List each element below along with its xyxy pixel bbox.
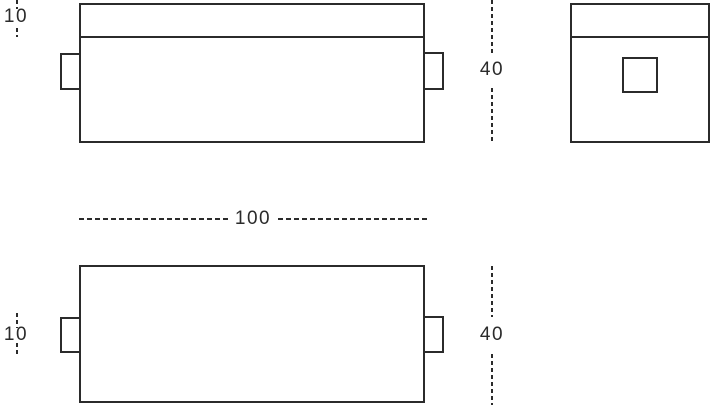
front-view-lid-line xyxy=(79,36,425,38)
dim-plan-depth-label: 40 xyxy=(479,324,505,345)
side-view-lid-line xyxy=(570,36,710,38)
dim-front-height-label: 40 xyxy=(479,59,505,80)
dim-tab-height-line-lower xyxy=(16,343,18,356)
dim-plan-depth-line-upper xyxy=(491,266,493,317)
dim-tab-height-line-upper xyxy=(16,313,18,328)
dim-length-line-right xyxy=(278,218,427,220)
side-view-tab-profile xyxy=(622,57,658,93)
side-view-body xyxy=(570,3,710,143)
dim-tab-height-label: 10 xyxy=(3,324,29,345)
front-view-body xyxy=(79,3,425,143)
dim-lid-height-line-upper xyxy=(16,0,18,9)
plan-view-left-tab xyxy=(60,317,81,353)
front-view-right-tab xyxy=(423,52,444,90)
plan-view-body xyxy=(79,265,425,403)
front-view-left-tab xyxy=(60,53,81,90)
dim-lid-height-label: 10 xyxy=(3,6,29,27)
dim-length-line-left xyxy=(79,218,228,220)
dim-front-height-line-lower xyxy=(491,88,493,143)
plan-view-right-tab xyxy=(423,316,444,353)
dim-plan-depth-line-lower xyxy=(491,354,493,405)
dim-front-height-line-upper xyxy=(491,0,493,56)
dim-lid-height-line-lower xyxy=(16,28,18,37)
dim-length-label: 100 xyxy=(234,208,272,229)
